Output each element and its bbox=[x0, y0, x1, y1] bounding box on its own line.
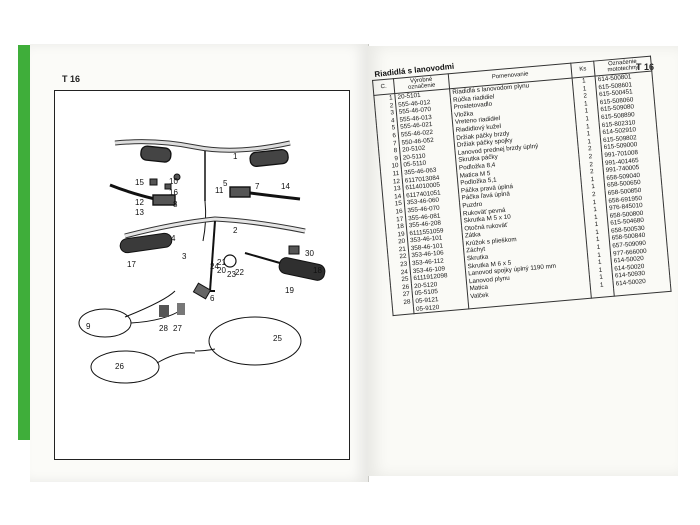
upper-handlebar bbox=[114, 139, 291, 242]
callout-17: 17 bbox=[127, 260, 136, 269]
cell-no bbox=[392, 305, 415, 316]
callout-20: 20 bbox=[217, 266, 226, 275]
exploded-diagram: 1 2 3 4 5 6 7 8 9 10 11 12 13 14 15 16 1… bbox=[54, 90, 350, 460]
callout-15: 15 bbox=[135, 178, 144, 187]
callout-labels: 1 2 3 4 5 6 7 8 9 10 11 12 13 14 15 16 1… bbox=[86, 152, 322, 371]
callout-8: 8 bbox=[173, 200, 178, 209]
callout-28: 28 bbox=[159, 324, 168, 333]
callout-10: 10 bbox=[169, 177, 178, 186]
callout-14: 14 bbox=[281, 182, 290, 191]
callout-30: 30 bbox=[305, 249, 314, 258]
callout-12: 12 bbox=[135, 198, 144, 207]
callout-9: 9 bbox=[86, 322, 91, 331]
green-cover-edge bbox=[18, 45, 32, 440]
callout-25: 25 bbox=[273, 334, 282, 343]
callout-6: 6 bbox=[210, 294, 215, 303]
cell-qty bbox=[590, 288, 615, 299]
callout-19: 19 bbox=[285, 286, 294, 295]
callout-26: 26 bbox=[115, 362, 124, 371]
callout-7: 7 bbox=[255, 182, 260, 191]
callout-13: 13 bbox=[135, 208, 144, 217]
cables bbox=[78, 290, 302, 384]
right-page-label: T 16 bbox=[636, 62, 655, 72]
callout-11: 11 bbox=[215, 186, 224, 195]
callout-4: 4 bbox=[171, 234, 176, 243]
callout-16: 16 bbox=[169, 188, 178, 197]
throttle-grip bbox=[223, 252, 326, 281]
handlebar-diagram-svg: 1 2 3 4 5 6 7 8 9 10 11 12 13 14 15 16 1… bbox=[78, 139, 326, 384]
callout-18: 18 bbox=[313, 266, 322, 275]
callout-5: 5 bbox=[223, 179, 228, 188]
callout-27: 27 bbox=[173, 324, 182, 333]
callout-2: 2 bbox=[233, 226, 238, 235]
parts-table: C. Výrobné označenie Pomenovanie Ks Ozna… bbox=[372, 56, 672, 317]
callout-3: 3 bbox=[182, 252, 187, 261]
small-parts bbox=[149, 173, 300, 255]
lower-handlebar bbox=[119, 216, 306, 300]
callout-1: 1 bbox=[233, 152, 238, 161]
callout-21: 21 bbox=[217, 258, 226, 267]
callout-23: 23 bbox=[227, 270, 236, 279]
brake-levers bbox=[109, 183, 301, 206]
callout-22: 22 bbox=[235, 268, 244, 277]
right-page bbox=[368, 46, 678, 476]
callout-24: 24 bbox=[210, 262, 219, 271]
left-page-label: T 16 bbox=[62, 74, 81, 84]
